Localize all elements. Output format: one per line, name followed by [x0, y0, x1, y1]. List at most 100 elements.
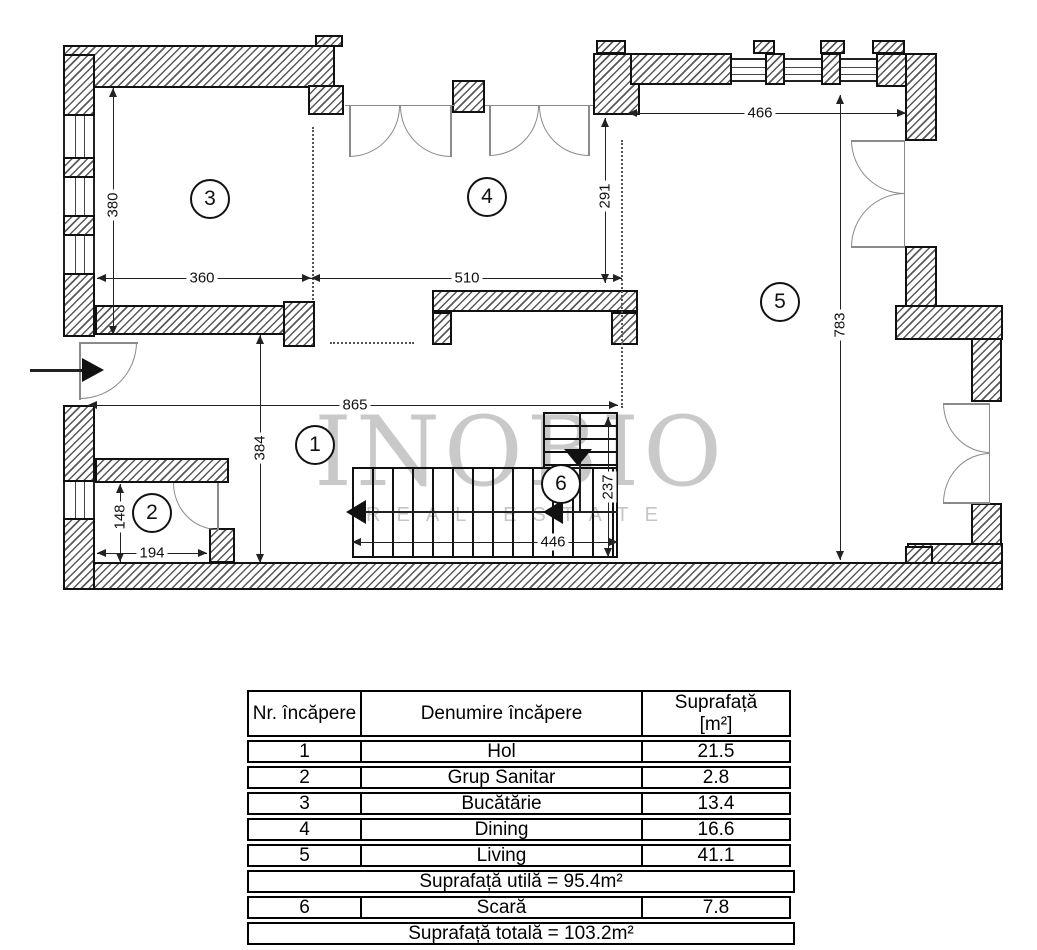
- wall-mullion: [63, 215, 95, 236]
- room-number-dining: 4: [467, 177, 507, 217]
- room-number-label: 6: [555, 472, 567, 495]
- door-arc: [489, 106, 539, 156]
- header-text: Suprafață: [674, 691, 758, 713]
- room-number-label: 1: [309, 433, 321, 456]
- dimension-arrow: [601, 118, 609, 127]
- stairs-direction-arrow-left: [543, 500, 563, 524]
- room-number-hol: 1: [295, 425, 335, 465]
- window-left-upper: [63, 116, 95, 273]
- cell-text: 21.5: [697, 740, 735, 762]
- dimension-line: [352, 542, 618, 543]
- header-text: Denumire încăpere: [420, 702, 583, 724]
- wall-bath-stub: [209, 528, 235, 563]
- door-arc: [851, 140, 905, 194]
- cell-room-area: 16.6: [641, 818, 791, 841]
- stairs-walk-line: [358, 511, 618, 513]
- wall-interior-dining-leg: [432, 312, 452, 345]
- summary-useful-area: Suprafață utilă = 95.4m²: [247, 870, 795, 893]
- table-header-row: Nr. încăpere Denumire încăpere Suprafață…: [247, 690, 795, 737]
- dimension-arrow: [601, 274, 609, 283]
- dimension-arrow: [302, 274, 311, 282]
- cell-room-name: Scară: [360, 896, 643, 919]
- cell-room-area: 7.8: [641, 896, 791, 919]
- door-arc: [349, 106, 400, 157]
- header-text: [m²]: [699, 713, 733, 735]
- room-number-scara: 6: [541, 464, 581, 504]
- window-left-lower: [63, 482, 95, 518]
- door-arc: [539, 106, 589, 156]
- cell-room-name: Living: [360, 844, 643, 867]
- dimension-label: 865: [339, 396, 371, 414]
- wall-segment: [753, 40, 775, 54]
- cell-text: 41.1: [697, 844, 735, 866]
- dimension-label: 360: [186, 269, 218, 287]
- entrance-arrow-icon: [82, 358, 104, 382]
- dimension-arrow: [604, 417, 612, 426]
- wall-mullion: [765, 53, 785, 85]
- dimension-arrow: [88, 401, 97, 409]
- dimension-label: 384: [251, 432, 269, 464]
- wall-segment: [905, 246, 937, 308]
- dimension-arrow: [613, 274, 622, 282]
- dimension-arrow: [897, 109, 906, 117]
- cell-text: 2: [299, 766, 310, 788]
- room-number-grup-sanitar: 2: [132, 493, 172, 533]
- cell-room-name: Grup Sanitar: [360, 766, 643, 789]
- wall-segment: [63, 405, 95, 482]
- dimension-arrow: [256, 554, 264, 563]
- cell-room-number: 5: [247, 844, 362, 867]
- dimension-label: 291: [596, 180, 614, 212]
- door-face-line: [485, 105, 593, 106]
- dimension-label: 510: [451, 269, 483, 287]
- cell-room-number: 1: [247, 740, 362, 763]
- dimension-label: 783: [831, 309, 849, 341]
- cell-text: 5: [299, 844, 310, 866]
- summary-text: Suprafață utilă = 95.4m²: [419, 870, 623, 892]
- wall-segment: [820, 40, 845, 54]
- door-arc: [943, 403, 990, 453]
- dimension-arrow: [836, 551, 844, 560]
- dimension-arrow: [628, 109, 637, 117]
- dimension-arrow: [116, 553, 124, 562]
- wall-bath-top: [95, 458, 229, 483]
- cell-text: Bucătărie: [461, 792, 542, 814]
- table-summary-useful: Suprafață utilă = 95.4m²: [247, 870, 795, 893]
- header-text: Nr. încăpere: [252, 702, 357, 724]
- stairs-direction-arrow-down: [564, 449, 592, 466]
- wall-segment: [872, 40, 905, 54]
- wall-interior-dining-leg: [611, 312, 638, 345]
- dimension-label: 194: [136, 544, 168, 562]
- wall-mullion: [63, 157, 95, 178]
- dimension-label: 446: [537, 533, 569, 551]
- window-top-right: [730, 58, 880, 82]
- cell-room-number: 6: [247, 896, 362, 919]
- door-face-line: [345, 105, 455, 106]
- dimension-arrow: [97, 549, 106, 557]
- bath-door-arc: [173, 483, 218, 530]
- wall-interior-kitchen: [95, 305, 285, 335]
- dimension-arrow: [604, 548, 612, 557]
- cell-text: 1: [299, 740, 310, 762]
- wall-segment: [596, 40, 626, 54]
- door-arc: [851, 193, 905, 247]
- cell-text: 4: [299, 818, 310, 840]
- wall-segment: [63, 273, 95, 337]
- cell-text: Living: [476, 844, 527, 866]
- wall-segment: [63, 45, 335, 88]
- cell-text: 6: [299, 896, 310, 918]
- stairs-direction-arrow-left: [346, 500, 366, 524]
- dimension-arrow: [609, 401, 618, 409]
- wall-segment: [630, 53, 732, 85]
- cell-room-number: 2: [247, 766, 362, 789]
- door-arc: [400, 106, 451, 157]
- cell-text: 3: [299, 792, 310, 814]
- cell-room-number: 4: [247, 818, 362, 841]
- wall-segment: [895, 305, 1003, 340]
- wall-segment: [971, 503, 1002, 545]
- dimension-arrow: [609, 538, 618, 546]
- dimension-arrow: [311, 274, 320, 282]
- cell-room-area: 2.8: [641, 766, 791, 789]
- cell-room-name: Dining: [360, 818, 643, 841]
- wall-segment: [315, 35, 343, 47]
- dimension-arrow: [256, 335, 264, 344]
